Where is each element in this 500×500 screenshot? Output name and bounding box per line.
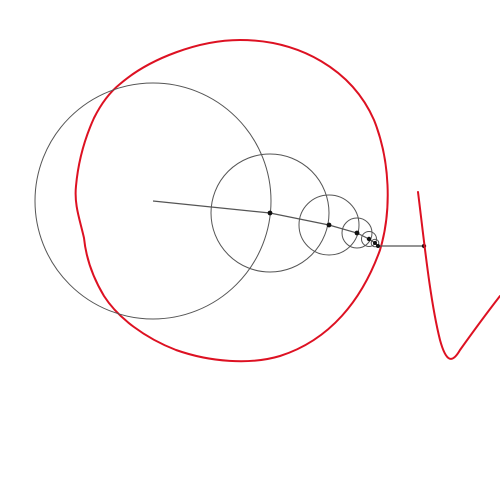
epicycle-circle [298, 194, 360, 256]
joint-dot [267, 210, 273, 216]
joint-dot [373, 241, 377, 245]
epicycle-circle [341, 217, 373, 249]
tip-dot [376, 244, 380, 248]
epicycle-circle [34, 82, 272, 320]
joint-dot [326, 222, 332, 228]
output-waveform [417, 191, 500, 360]
epicycle-circle [210, 153, 330, 273]
joint-dot [354, 230, 360, 236]
joint-dot [366, 236, 372, 242]
traced-curve [74, 39, 389, 363]
epicycle-circle [370, 238, 380, 248]
